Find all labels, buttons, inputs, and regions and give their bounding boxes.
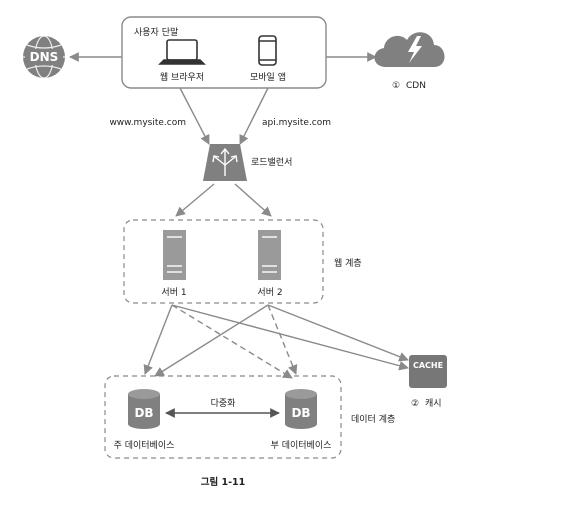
api-domain-arrow: [239, 87, 269, 145]
connectors: [69, 52, 409, 379]
cdn-cloud-icon: [374, 32, 445, 67]
server2-to-slave-arrow: [267, 304, 298, 375]
client-group-box: [121, 16, 327, 89]
cdn-label: CDN: [406, 81, 426, 91]
web-domain-label: www.mysite.com: [109, 118, 186, 128]
server-icon: [258, 230, 281, 280]
server-1-label: 서버 1: [161, 287, 186, 298]
web-tier: 웹 계층 서버 1 서버 2: [123, 219, 362, 304]
laptop-icon: [158, 39, 206, 65]
server-2-label: 서버 2: [257, 287, 282, 298]
api-domain-label: api.mysite.com: [262, 118, 331, 128]
cache-icon-text: CACHE: [413, 361, 443, 370]
database-icon: DB: [285, 389, 317, 429]
dns-label: DNS: [30, 50, 59, 64]
lightning-icon: [408, 36, 422, 63]
replication-label: 다중화: [211, 398, 236, 409]
server-icon: [163, 230, 186, 280]
client-group-title: 사용자 단말: [134, 26, 178, 38]
master-db-label: 주 데이터베이스: [114, 440, 175, 451]
cache-label: 캐시: [425, 398, 442, 409]
slave-db-icon-text: DB: [291, 406, 310, 420]
load-balancer-icon: [203, 144, 247, 181]
figure-caption: 그림 1-11: [201, 476, 246, 488]
slave-db-label: 부 데이터베이스: [271, 440, 332, 451]
client-group: 사용자 단말 웹 브라우저 모바일 앱: [121, 16, 327, 89]
data-tier-box: [104, 375, 342, 459]
mobile-phone-icon: [258, 35, 277, 66]
server2-to-master-arrow: [154, 304, 269, 377]
lb-to-server2-arrow: [234, 183, 272, 217]
server1-to-cache-arrow: [171, 304, 409, 371]
cache-marker: ②: [411, 399, 419, 409]
master-db-icon-text: DB: [134, 406, 153, 420]
cache-icon: CACHE: [409, 355, 447, 388]
data-tier-label: 데이터 계층: [351, 413, 395, 425]
web-domain-arrow: [179, 87, 210, 145]
server1-to-slave-arrow: [171, 304, 293, 379]
server1-to-master-arrow: [143, 304, 173, 375]
lb-to-server1-arrow: [175, 183, 215, 217]
mobile-app-label: 모바일 앱: [250, 71, 286, 83]
server2-to-cache-arrow: [267, 304, 409, 362]
web-tier-box: [123, 219, 324, 304]
web-tier-label: 웹 계층: [334, 257, 362, 269]
database-icon: DB: [128, 389, 160, 429]
data-tier: 데이터 계층 DB 주 데이터베이스 DB 부 데이터베이스 다중화: [104, 375, 395, 459]
cdn-marker: ①: [392, 81, 400, 91]
load-balancer-label: 로드밸런서: [251, 157, 292, 168]
dns-globe-icon: DNS: [23, 35, 65, 79]
web-browser-label: 웹 브라우저: [160, 72, 204, 83]
